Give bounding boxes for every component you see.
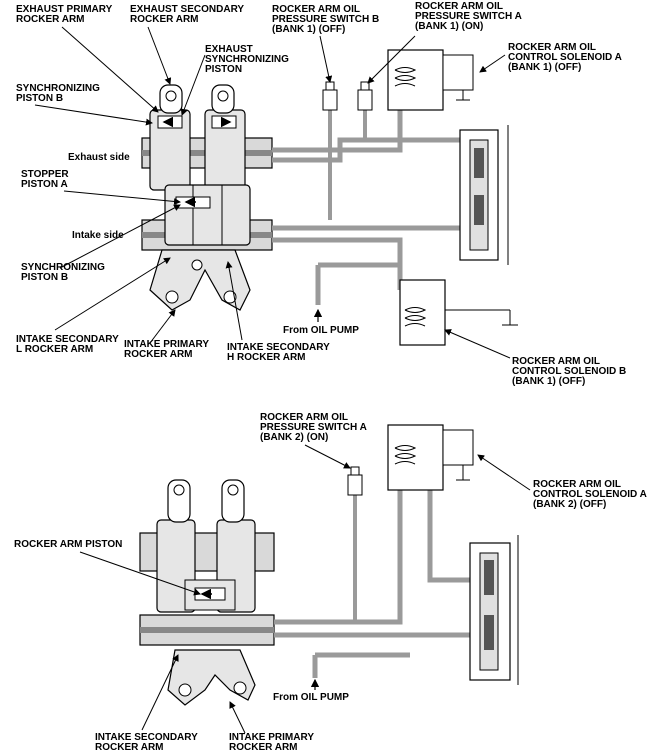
pressure-switch-a-bank1: [357, 81, 373, 111]
bank1-oil-passages: [272, 57, 480, 305]
control-solenoid-b-bank1: [399, 279, 518, 346]
pressure-switch-a-bank2: [347, 466, 363, 496]
pressure-switch-b-bank1: [322, 81, 338, 111]
label-control-solenoid-b-bank1: ROCKER ARM OIL CONTROL SOLENOID B (BANK …: [512, 356, 627, 387]
label-from-oil-pump-bank1: From OIL PUMP: [283, 325, 359, 336]
bank2-oil-passages: [274, 430, 470, 678]
label-exhaust-primary-rocker-arm: EXHAUST PRIMARY ROCKER ARM: [16, 4, 113, 25]
label-exhaust-synchronizing-piston: EXHAUST SYNCHRONIZING PISTON: [205, 44, 289, 75]
label-intake-secondary-rocker-arm: INTAKE SECONDARY ROCKER ARM: [95, 732, 198, 753]
label-intake-secondary-l-rocker-arm: INTAKE SECONDARY L ROCKER ARM: [16, 334, 119, 355]
label-pressure-switch-b-bank1: ROCKER ARM OIL PRESSURE SWITCH B (BANK 1…: [272, 4, 380, 35]
bank2-intake-lower: [167, 649, 256, 706]
label-intake-primary-rocker-arm-bank2: INTAKE PRIMARY ROCKER ARM: [229, 732, 314, 753]
spool-valve-bank2: [469, 535, 519, 685]
label-control-solenoid-a-bank2: ROCKER ARM OIL CONTROL SOLENOID A (BANK …: [533, 479, 647, 510]
bank1-diagram: [34, 26, 518, 359]
spool-valve-bank1: [459, 125, 509, 265]
label-exhaust-side: Exhaust side: [68, 152, 130, 163]
intake-rocker-lower: [149, 249, 251, 311]
label-control-solenoid-a-bank1: ROCKER ARM OIL CONTROL SOLENOID A (BANK …: [508, 42, 622, 73]
exhaust-synchronizing-pistons: [157, 115, 237, 129]
label-intake-primary-rocker-arm: INTAKE PRIMARY ROCKER ARM: [124, 339, 209, 360]
rocker-arm-piston-part: [184, 579, 236, 611]
label-pressure-switch-a-bank1: ROCKER ARM OIL PRESSURE SWITCH A (BANK 1…: [415, 1, 522, 32]
bank2-leader-lines: [79, 444, 531, 734]
label-synchronizing-piston-b-bottom: SYNCHRONIZING PISTON B: [21, 262, 105, 283]
label-pressure-switch-a-bank2: ROCKER ARM OIL PRESSURE SWITCH A (BANK 2…: [260, 412, 367, 443]
control-solenoid-a-bank2: [387, 424, 474, 491]
bank1-leader-lines: [34, 26, 511, 359]
bank2-diagram: [79, 424, 531, 734]
label-from-oil-pump-bank2: From OIL PUMP: [273, 692, 349, 703]
intake-rocker-arms: [164, 184, 251, 246]
label-stopper-piston-a: STOPPER PISTON A: [21, 169, 69, 190]
exhaust-primary-rocker-arm: [149, 84, 191, 191]
label-rocker-arm-piston: ROCKER ARM PISTON: [14, 539, 123, 550]
label-exhaust-secondary-rocker-arm: EXHAUST SECONDARY ROCKER ARM: [130, 4, 245, 25]
label-intake-side: Intake side: [72, 230, 124, 241]
label-synchronizing-piston-b-top: SYNCHRONIZING PISTON B: [16, 83, 100, 104]
bank2-lower-shaft: [139, 614, 275, 646]
label-intake-secondary-h-rocker-arm: INTAKE SECONDARY H ROCKER ARM: [227, 342, 330, 363]
control-solenoid-a-bank1: [387, 49, 474, 111]
exhaust-secondary-rocker-arm: [204, 84, 246, 191]
